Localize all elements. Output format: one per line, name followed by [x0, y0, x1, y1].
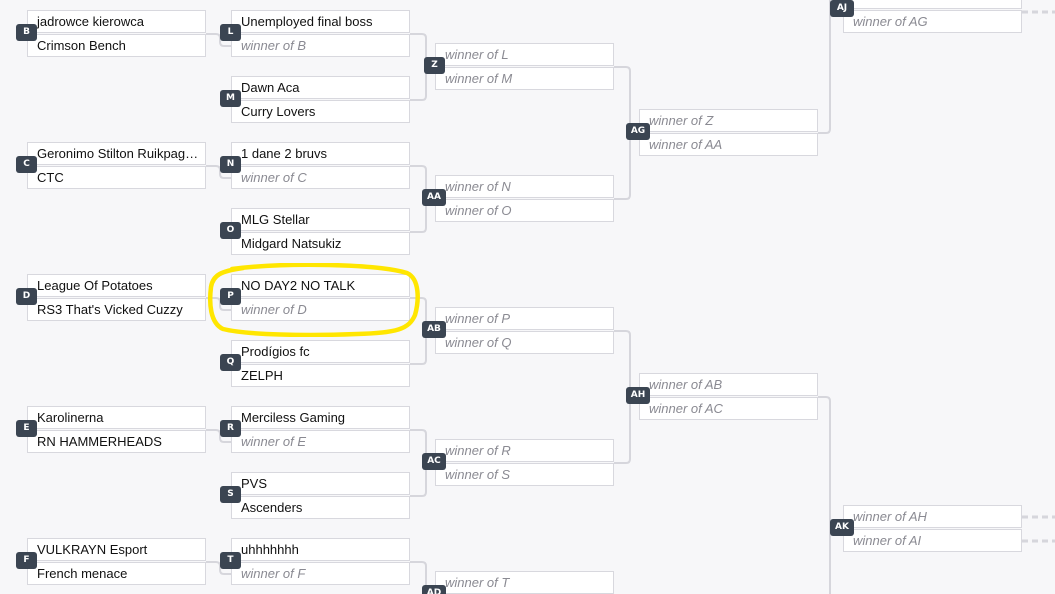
match-m-bottom-team[interactable]: Curry Lovers	[231, 100, 410, 123]
match-id-badge: AJ	[830, 0, 854, 17]
match-d-top-team[interactable]: League Of Potatoes	[27, 274, 206, 297]
match-f-bottom-team[interactable]: French menace	[27, 562, 206, 585]
match-c-bottom-team[interactable]: CTC	[27, 166, 206, 189]
match-n-top-team[interactable]: 1 dane 2 bruvs	[231, 142, 410, 165]
match-n-bottom-team[interactable]: winner of C	[231, 166, 410, 189]
match-z-bottom-team[interactable]: winner of M	[435, 67, 614, 90]
match-aj-bottom-team[interactable]: winner of AG	[843, 10, 1022, 33]
match-d-bottom-team[interactable]: RS3 That's Vicked Cuzzy	[27, 298, 206, 321]
match-t-bottom-team[interactable]: winner of F	[231, 562, 410, 585]
match-z-top-team[interactable]: winner of L	[435, 43, 614, 66]
match-aa-top-team[interactable]: winner of N	[435, 175, 614, 198]
match-ag-top-team[interactable]: winner of Z	[639, 109, 818, 132]
match-s-top-team[interactable]: PVS	[231, 472, 410, 495]
match-b-top-team[interactable]: jadrowce kierowca	[27, 10, 206, 33]
match-o-top-team[interactable]: MLG Stellar	[231, 208, 410, 231]
match-b-bottom-team[interactable]: Crimson Bench	[27, 34, 206, 57]
match-ad-top-team[interactable]: winner of T	[435, 571, 614, 594]
match-q-bottom-team[interactable]: ZELPH	[231, 364, 410, 387]
match-p-top-team[interactable]: NO DAY2 NO TALK	[231, 274, 410, 297]
match-f-top-team[interactable]: VULKRAYN Esport	[27, 538, 206, 561]
match-id-badge: AH	[626, 387, 650, 404]
match-id-badge: S	[220, 486, 241, 503]
match-ah-bottom-team[interactable]: winner of AC	[639, 397, 818, 420]
match-r-bottom-team[interactable]: winner of E	[231, 430, 410, 453]
match-e-top-team[interactable]: Karolinerna	[27, 406, 206, 429]
match-id-badge: E	[16, 420, 37, 437]
match-ak-bottom-team[interactable]: winner of AI	[843, 529, 1022, 552]
match-ac-top-team[interactable]: winner of R	[435, 439, 614, 462]
match-id-badge: N	[220, 156, 241, 173]
match-id-badge: P	[220, 288, 241, 305]
match-id-badge: D	[16, 288, 37, 305]
match-ab-bottom-team[interactable]: winner of Q	[435, 331, 614, 354]
match-id-badge: AB	[422, 321, 446, 338]
match-id-badge: AA	[422, 189, 446, 206]
match-q-top-team[interactable]: Prodígios fc	[231, 340, 410, 363]
match-aa-bottom-team[interactable]: winner of O	[435, 199, 614, 222]
match-o-bottom-team[interactable]: Midgard Natsukiz	[231, 232, 410, 255]
match-id-badge: T	[220, 552, 241, 569]
match-e-bottom-team[interactable]: RN HAMMERHEADS	[27, 430, 206, 453]
match-c-top-team[interactable]: Geronimo Stilton Ruikpag…	[27, 142, 206, 165]
match-id-badge: F	[16, 552, 37, 569]
match-p-bottom-team[interactable]: winner of D	[231, 298, 410, 321]
match-id-badge: O	[220, 222, 241, 239]
match-aj-top-team[interactable]	[843, 0, 1022, 9]
match-id-badge: AG	[626, 123, 650, 140]
match-l-bottom-team[interactable]: winner of B	[231, 34, 410, 57]
connector-AG-up	[818, 0, 831, 134]
match-ah-top-team[interactable]: winner of AB	[639, 373, 818, 396]
match-id-badge: R	[220, 420, 241, 437]
match-ac-bottom-team[interactable]: winner of S	[435, 463, 614, 486]
match-id-badge: Z	[424, 57, 445, 74]
match-s-bottom-team[interactable]: Ascenders	[231, 496, 410, 519]
match-id-badge: M	[220, 90, 241, 107]
match-id-badge: B	[16, 24, 37, 41]
match-id-badge: AK	[830, 519, 854, 536]
match-id-badge: Q	[220, 354, 241, 371]
match-t-top-team[interactable]: uhhhhhhh	[231, 538, 410, 561]
match-m-top-team[interactable]: Dawn Aca	[231, 76, 410, 99]
match-ak-top-team[interactable]: winner of AH	[843, 505, 1022, 528]
match-id-badge: L	[220, 24, 241, 41]
match-l-top-team[interactable]: Unemployed final boss	[231, 10, 410, 33]
match-ag-bottom-team[interactable]: winner of AA	[639, 133, 818, 156]
match-id-badge: AC	[422, 453, 446, 470]
match-r-top-team[interactable]: Merciless Gaming	[231, 406, 410, 429]
match-ab-top-team[interactable]: winner of P	[435, 307, 614, 330]
match-id-badge: AD	[422, 585, 446, 594]
connector-AH-down	[818, 396, 831, 594]
match-id-badge: C	[16, 156, 37, 173]
